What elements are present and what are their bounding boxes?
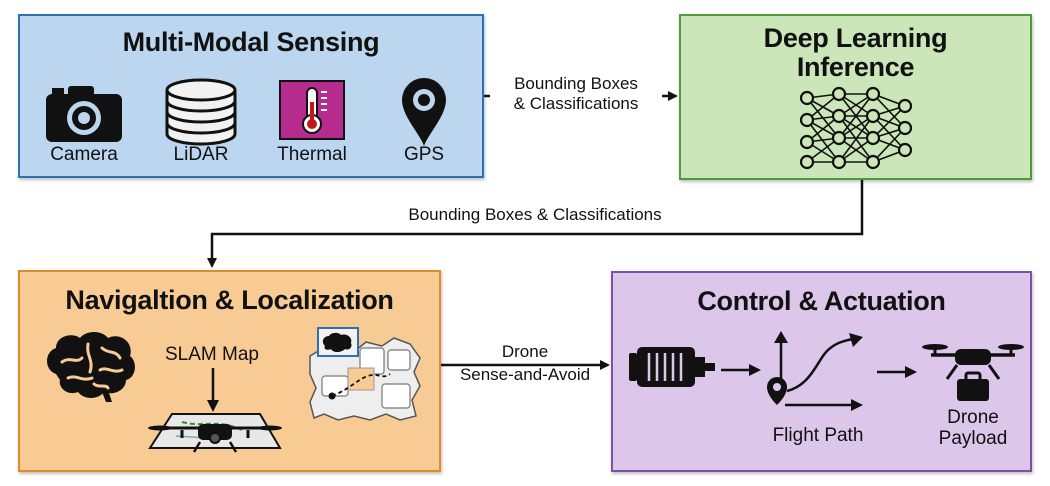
path-to-payload-arrow	[877, 366, 917, 378]
sensor-label-lidar: LiDAR	[173, 144, 229, 165]
slam-down-arrow	[207, 368, 219, 412]
map-pin-icon	[402, 78, 446, 146]
drone-payload-icon	[922, 344, 1024, 401]
camera-icon	[46, 86, 122, 142]
control-box: Control & Actuation	[611, 271, 1032, 472]
thermometer-icon	[279, 80, 345, 140]
sensing-title: Multi-Modal Sensing	[122, 27, 380, 57]
arrow-inference-to-navigation	[207, 180, 864, 268]
sensing-box: Multi-Modal Sensing Camera LiDAR	[18, 14, 484, 178]
connector-label-sensing-to-inference: Bounding Boxes & Classifications	[490, 74, 662, 114]
flight-path-icon	[767, 331, 863, 411]
inference-title: Deep Learning Inference	[763, 23, 948, 82]
drone-on-map-icon	[148, 413, 282, 453]
slam-map-label: SLAM Map	[165, 344, 259, 365]
floor-map-icon	[309, 327, 421, 421]
sensor-label-camera: Camera	[50, 144, 118, 165]
drone-payload-label: Drone Payload	[938, 407, 1008, 449]
lidar-icon	[165, 78, 237, 146]
motor-to-path-arrow	[721, 364, 761, 376]
inference-box: Deep Learning Inference	[679, 14, 1032, 180]
sensor-label-thermal: Thermal	[277, 144, 347, 165]
control-title: Control & Actuation	[697, 286, 946, 316]
connector-label-inference-to-navigation: Bounding Boxes & Classifications	[408, 205, 662, 224]
flight-path-label: Flight Path	[772, 425, 864, 446]
navigation-box: Navigaltion & Localization SLAM Map	[18, 270, 441, 472]
navigation-title: Navigaltion & Localization	[65, 285, 394, 315]
sensor-label-gps: GPS	[403, 144, 445, 165]
connector-label-navigation-to-control: Drone Sense-and-Avoid	[459, 342, 591, 384]
motor-icon	[629, 347, 715, 387]
neural-network-icon	[799, 86, 913, 170]
brain-icon	[47, 332, 135, 402]
